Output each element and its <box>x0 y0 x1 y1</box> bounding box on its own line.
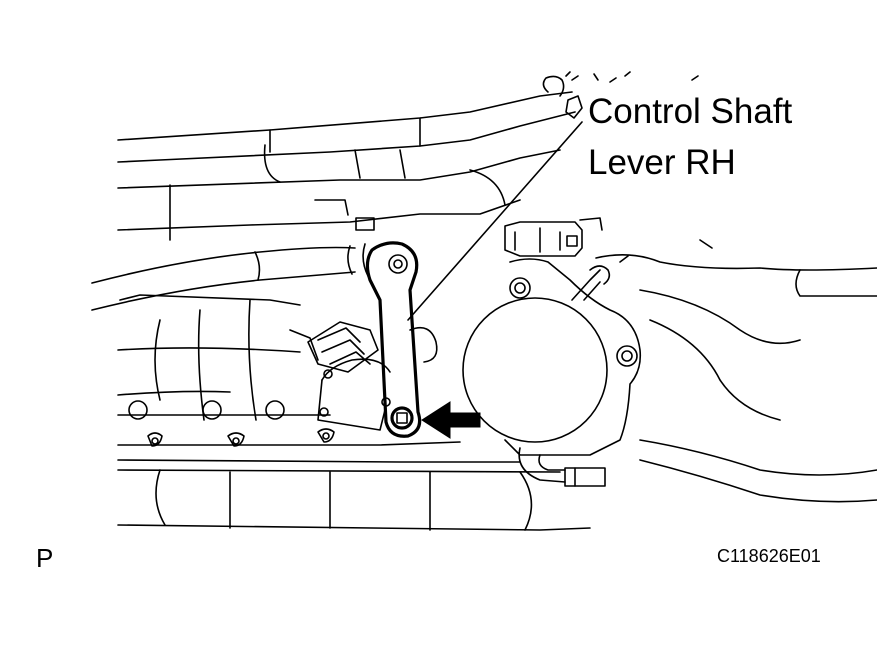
view-marker: P <box>36 543 54 573</box>
callout-leader-line <box>407 121 583 321</box>
neutral-start-switch <box>307 321 438 431</box>
round-pump-housing <box>462 258 642 487</box>
pointer-arrow <box>421 401 481 439</box>
sensor-connector <box>504 217 603 257</box>
callout-label-line1: Control Shaft <box>588 92 793 131</box>
transmission-case <box>117 294 521 463</box>
upper-housing-outline <box>117 91 576 241</box>
figure-code: C118626E01 <box>717 546 821 566</box>
right-background-parts <box>595 239 877 503</box>
wire-harness <box>91 243 369 311</box>
control-shaft-lever <box>365 241 422 438</box>
oil-pan <box>117 469 591 531</box>
callout-label-line2: Lever RH <box>588 143 736 182</box>
upper-right-fragments <box>542 71 699 119</box>
